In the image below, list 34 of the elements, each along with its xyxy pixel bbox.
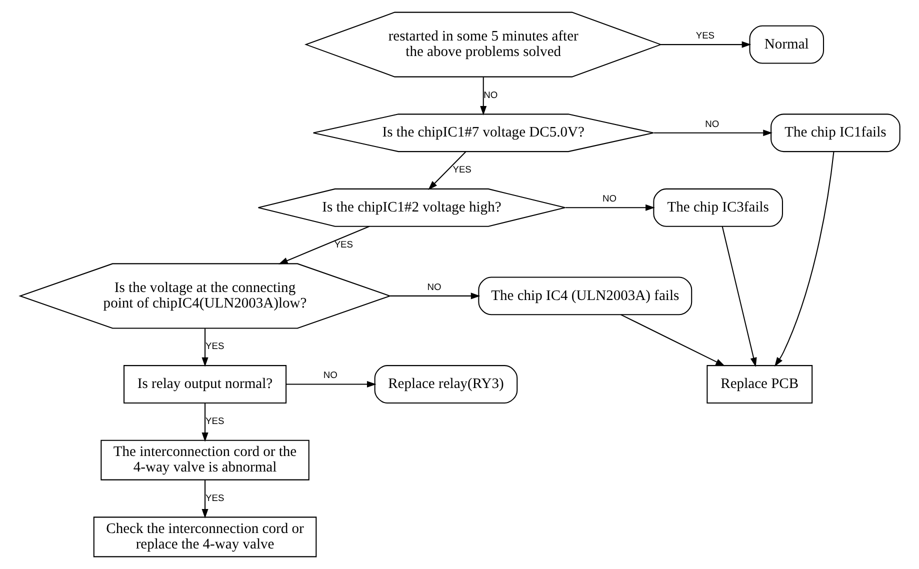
node-box: The chip IC3fails <box>652 188 782 227</box>
edge-label: YES <box>334 239 353 250</box>
arrow <box>653 130 772 136</box>
arrow <box>201 403 208 442</box>
edge-label: YES <box>695 30 714 41</box>
arrow <box>428 152 466 190</box>
arrow <box>721 226 756 368</box>
edge-label: YES <box>205 341 224 352</box>
arrow <box>774 152 834 367</box>
node-box: Normal <box>748 25 824 64</box>
node-box: Replace PCB <box>706 365 812 404</box>
edge-label: YES <box>205 416 224 426</box>
edge-label: NO <box>704 118 719 129</box>
node-box: Check the interconnection cord or replace the 4-way valve <box>92 516 316 558</box>
arrow <box>564 204 654 211</box>
edge-label: NO <box>602 194 616 204</box>
arrow <box>286 380 376 388</box>
node-box: Is relay output normal? <box>123 365 286 404</box>
edge-label: NO <box>483 90 498 100</box>
edge-label: NO <box>322 370 337 380</box>
arrow <box>480 77 486 116</box>
node-box: The chip IC4 (ULN2003A) fails <box>478 276 692 316</box>
node-box: Replace relay(RY3) <box>374 365 518 404</box>
arrow <box>278 226 370 264</box>
arrow <box>660 41 751 48</box>
node-box: The chip IC1fails <box>770 114 900 152</box>
arrow <box>390 292 480 300</box>
arrow <box>201 328 208 367</box>
edge-label: YES <box>205 492 224 503</box>
arrow <box>620 314 725 366</box>
node-box: The interconnection cord or the 4-way valve is abnormal <box>100 440 309 480</box>
edge-label: YES <box>452 164 471 175</box>
arrow <box>201 480 208 518</box>
edge-label: NO <box>426 282 441 292</box>
